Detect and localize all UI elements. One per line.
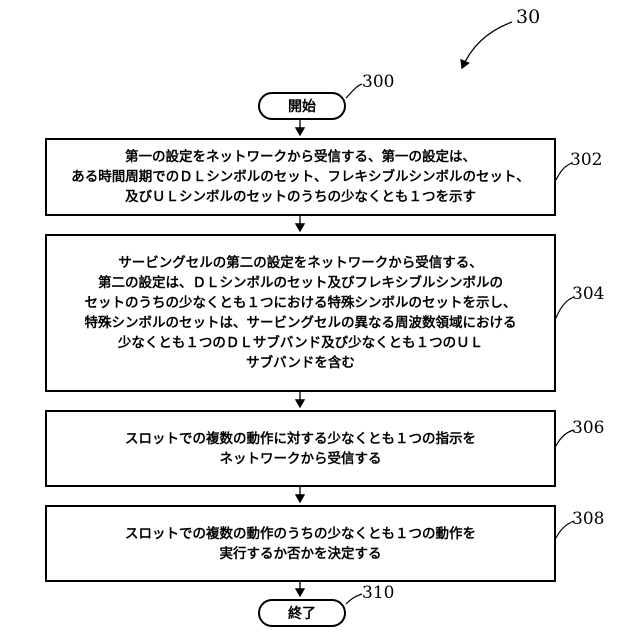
ref-310: 310 — [362, 583, 394, 603]
step-304-text: サービングセルの第二の設定をネットワークから受信する、 第二の設定は、ＤＬシンボ… — [85, 253, 517, 373]
ref-308: 308 — [572, 509, 604, 529]
figure-number-arrow — [462, 22, 512, 68]
end-label: 終了 — [288, 603, 316, 623]
ref-302: 302 — [570, 150, 602, 170]
step-308-text: スロットでの複数の動作のうちの少なくとも１つの動作を 実行するか否かを決定する — [125, 524, 476, 564]
step-306-box: スロットでの複数の動作に対する少なくとも１つの指示を ネットワークから受信する — [45, 410, 556, 487]
ref-300: 300 — [362, 72, 394, 92]
leader-310 — [346, 594, 362, 604]
step-302-text: 第一の設定をネットワークから受信する、第一の設定は、 ある時間周期でのＤＬシンボ… — [71, 147, 529, 207]
step-304-box: サービングセルの第二の設定をネットワークから受信する、 第二の設定は、ＤＬシンボ… — [45, 234, 556, 392]
leader-300 — [346, 84, 362, 98]
step-306-text: スロットでの複数の動作に対する少なくとも１つの指示を ネットワークから受信する — [125, 429, 476, 469]
ref-306: 306 — [572, 418, 604, 438]
ref-304: 304 — [572, 284, 604, 304]
step-302-box: 第一の設定をネットワークから受信する、第一の設定は、 ある時間周期でのＤＬシンボ… — [45, 138, 556, 216]
end-terminal: 終了 — [258, 599, 346, 627]
start-terminal: 開始 — [258, 92, 346, 120]
start-label: 開始 — [288, 96, 316, 116]
step-308-box: スロットでの複数の動作のうちの少なくとも１つの動作を 実行するか否かを決定する — [45, 505, 556, 582]
figure-number: 30 — [516, 6, 540, 28]
